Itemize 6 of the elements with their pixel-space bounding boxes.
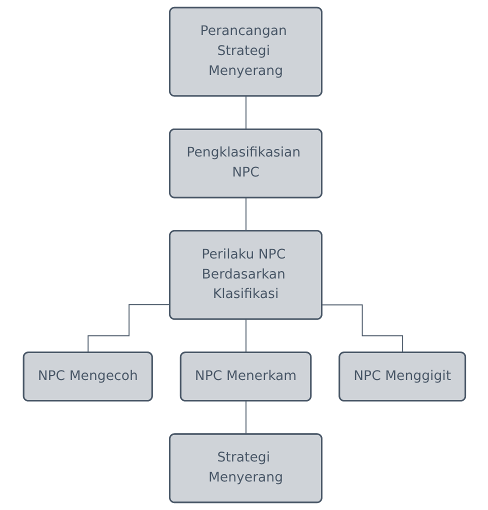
- connector: [87, 304, 170, 354]
- connector: [245, 319, 246, 354]
- connector: [245, 96, 246, 130]
- connector: [245, 400, 246, 435]
- connector: [245, 198, 246, 232]
- connector: [321, 304, 403, 354]
